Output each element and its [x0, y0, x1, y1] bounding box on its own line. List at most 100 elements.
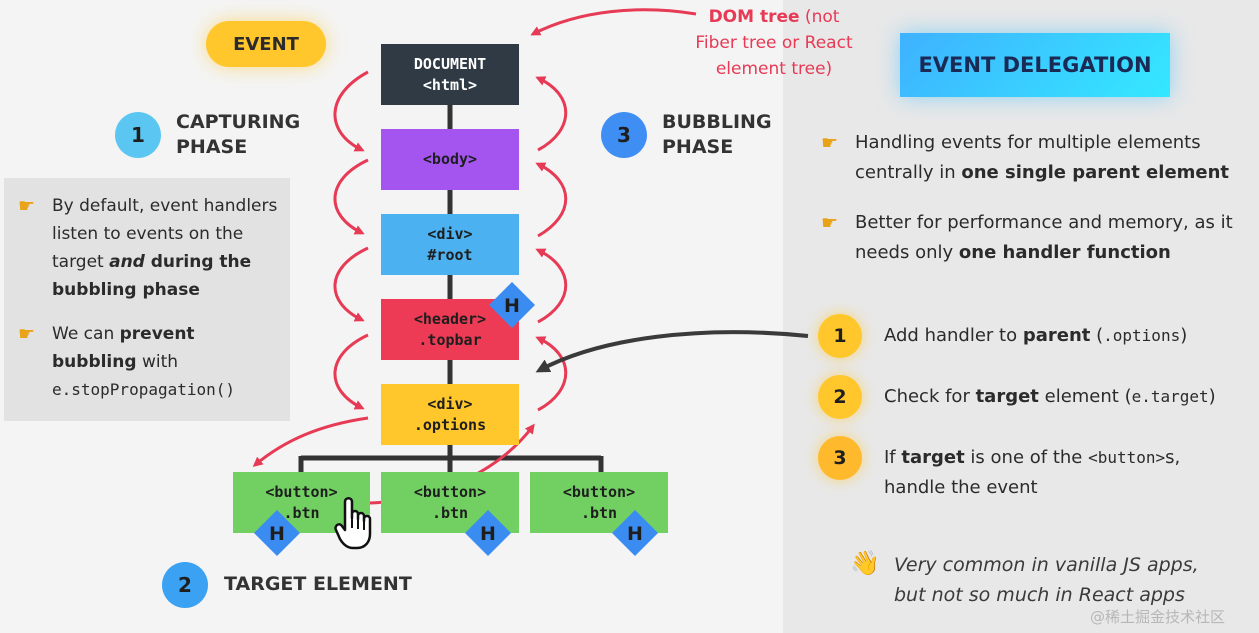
note-default-behavior-text: By default, event handlers listen to eve… [52, 192, 280, 304]
node-header-line2: .topbar [418, 330, 482, 349]
bubble-arrow-5 [535, 76, 568, 152]
node-options-line2: .options [413, 415, 487, 434]
step2-bold: target [975, 386, 1039, 407]
step1-text3: ) [1180, 325, 1188, 346]
bullet2-text: Better for performance and memory, as it… [855, 212, 1233, 263]
note-default-behavior: ☛ By default, event handlers listen to e… [18, 192, 280, 304]
bullet1-text: Handling events for multiple elements ce… [855, 132, 1201, 183]
bullet1-bold: one single parent element [961, 162, 1230, 183]
note2-bold2: bubbling [52, 352, 137, 372]
dom-note-line1: (not [799, 7, 840, 27]
bubbling-title-line2: PHASE [662, 136, 734, 158]
node-options-line1: <div> [427, 394, 473, 413]
handler-badge-button-3-label: H [627, 523, 643, 545]
capture-arrow-1 [333, 70, 369, 152]
note1-italic: and [109, 252, 145, 272]
node-root-line2: #root [427, 245, 473, 264]
note2-text1: We can [52, 324, 120, 344]
bubble-arrow-4 [535, 162, 568, 238]
delegation-bullet-1: ☛ Handling events for multiple elements … [821, 128, 1241, 188]
step2-text1: Check for [884, 386, 976, 407]
bubbling-title-line1: BUBBLING [662, 111, 772, 133]
handler-badge-button-3: H [612, 510, 658, 556]
node-document-line2: <html> [422, 75, 478, 94]
capture-arrow-2 [333, 158, 369, 235]
event-badge: EVENT [206, 21, 326, 67]
pointing-hand-icon: ☛ [821, 132, 839, 154]
node-header: <header> .topbar [381, 299, 519, 360]
step2-text3: ) [1208, 386, 1216, 407]
capturing-phase-number: 1 [115, 112, 161, 158]
closing-line1: Very common in vanilla JS apps, [894, 554, 1199, 576]
node-button-3-line2: .btn [580, 503, 618, 522]
step3-code: <button> [1088, 448, 1166, 467]
closing-line2: but not so much in React apps [894, 584, 1185, 606]
target-phase-number: 2 [162, 562, 208, 608]
step2-code: e.target [1131, 387, 1209, 406]
step3-bold: target [901, 447, 965, 468]
node-button-2-line2: .btn [431, 503, 469, 522]
bubble-arrow-3 [535, 248, 568, 324]
capturing-title-line1: CAPTURING [176, 111, 301, 133]
pointing-hand-icon: ☛ [18, 323, 36, 345]
bullet2-bold: one handler function [958, 242, 1171, 263]
node-button-3-line1: <button> [562, 482, 636, 501]
note2-bold1: prevent [119, 324, 195, 344]
pointing-hand-icon: ☛ [821, 212, 839, 234]
handler-badge-button-1: H [254, 510, 300, 556]
delegation-step-1-text: Add handler to parent (.options) [884, 321, 1187, 351]
delegation-panel-background [783, 0, 1259, 633]
handler-badge-header: H [489, 282, 535, 328]
delegation-step-2-number: 2 [818, 375, 862, 419]
dom-note-bold: DOM tree [708, 7, 800, 27]
node-document: DOCUMENT <html> [381, 44, 519, 105]
bubbling-phase-number: 3 [601, 112, 647, 158]
node-button-1-line1: <button> [265, 482, 338, 501]
step1-text1: Add handler to [884, 325, 1023, 346]
step2-text2: element ( [1038, 386, 1132, 407]
step1-bold: parent [1022, 325, 1091, 346]
note1-bold: during the bubbling phase [52, 252, 252, 300]
delegation-step-3-text: If target is one of the <button>s, handl… [884, 443, 1180, 503]
node-body: <body> [381, 129, 519, 190]
node-root: <div> #root [381, 214, 519, 275]
delegation-bullet-2: ☛ Better for performance and memory, as … [821, 208, 1241, 268]
handler-badge-button-1-label: H [269, 523, 285, 545]
dom-note-arrow [530, 8, 697, 36]
target-phase-title: TARGET ELEMENT [224, 573, 412, 595]
handler-badge-header-label: H [504, 295, 520, 317]
node-root-line1: <div> [427, 224, 473, 243]
bubbling-phase-title: BUBBLING PHASE [662, 110, 772, 160]
watermark: @稀土掘金技术社区 [1090, 608, 1226, 626]
capture-arrow-5 [252, 416, 369, 467]
bubble-arrow-2 [535, 336, 568, 412]
dom-tree-note: DOM tree (not Fiber tree or React elemen… [676, 4, 872, 82]
capturing-title-line2: PHASE [176, 136, 248, 158]
capture-arrow-3 [333, 246, 369, 322]
step1-text2: ( [1090, 325, 1104, 346]
node-options: <div> .options [381, 384, 519, 445]
delegation-closing-note: Very common in vanilla JS apps, but not … [894, 550, 1199, 610]
capture-arrow-4 [333, 333, 369, 410]
dom-note-line2: Fiber tree or React [695, 33, 853, 53]
capturing-phase-title: CAPTURING PHASE [176, 110, 300, 160]
waving-hand-icon: 👋 [850, 549, 880, 577]
note-stop-propagation-text: We can prevent bubbling with e.stopPropaga… [52, 320, 235, 404]
delegation-step-2-text: Check for target element (e.target) [884, 382, 1216, 412]
node-header-line1: <header> [413, 309, 487, 328]
capturing-notes-box: ☛ By default, event handlers listen to e… [4, 178, 290, 421]
event-delegation-title: EVENT DELEGATION [900, 33, 1170, 97]
step3-line2: handle the event [884, 477, 1038, 498]
node-body-line1: <body> [422, 150, 478, 168]
delegation-bullet-1-text: Handling events for multiple elements ce… [855, 128, 1241, 188]
note2-code: e.stopPropagation() [52, 380, 236, 399]
step3-text1: If [884, 447, 902, 468]
delegation-bullet-2-text: Better for performance and memory, as it… [855, 208, 1241, 268]
delegation-step-3-number: 3 [818, 436, 862, 480]
node-button-2-line1: <button> [413, 482, 487, 501]
note2-text2: with [136, 352, 179, 372]
dom-note-line3: element tree) [715, 59, 833, 79]
step3-text2: is one of the [964, 447, 1089, 468]
node-document-line1: DOCUMENT [413, 54, 487, 73]
handler-badge-button-2-label: H [480, 523, 496, 545]
